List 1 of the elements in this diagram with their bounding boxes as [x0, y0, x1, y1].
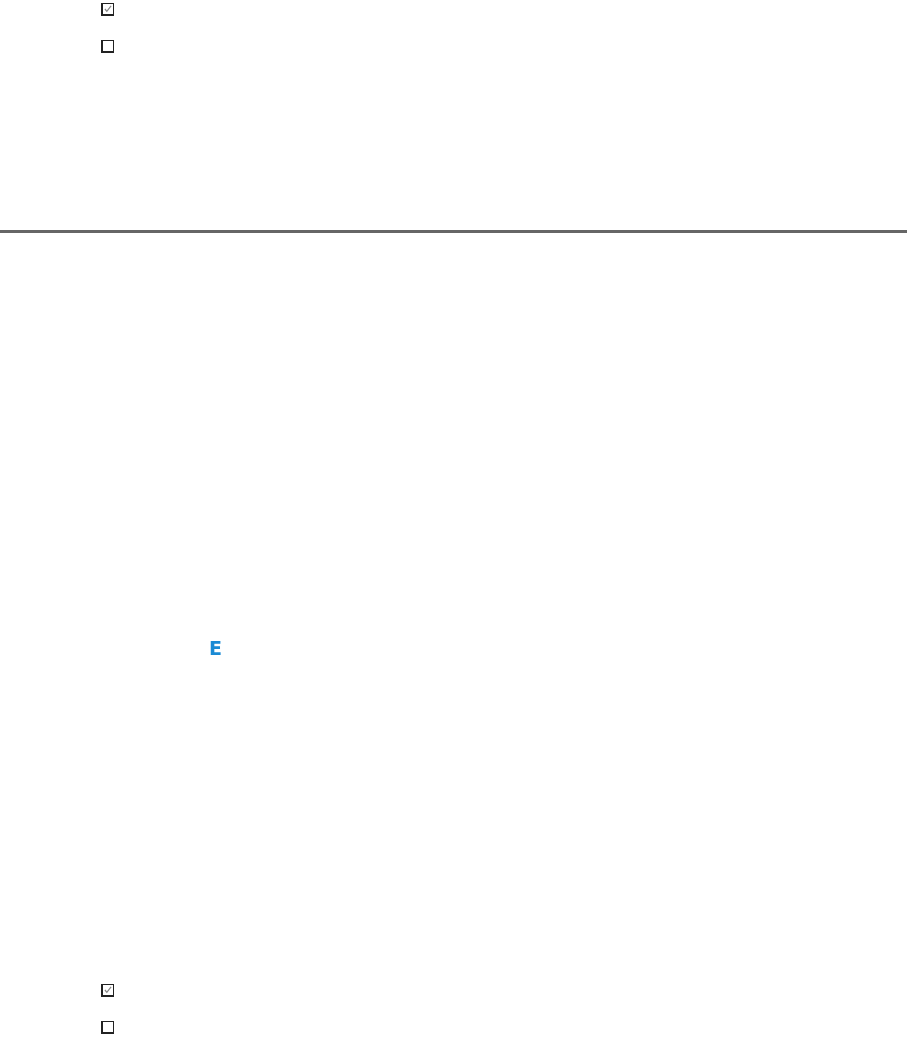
letter-label: E [209, 639, 222, 658]
